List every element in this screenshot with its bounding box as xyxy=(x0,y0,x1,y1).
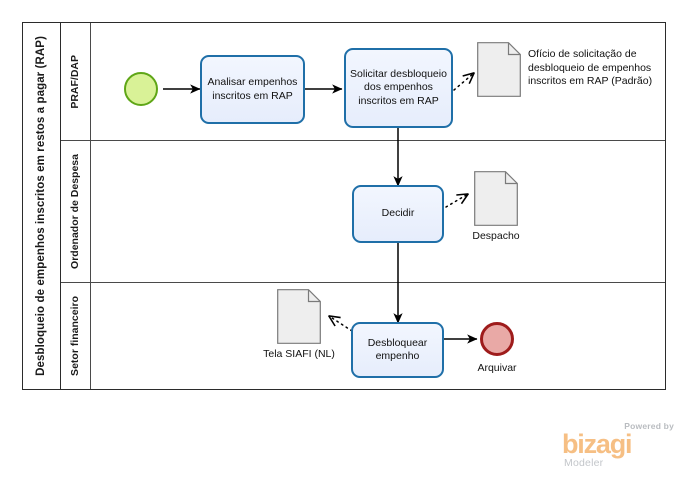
bizagi-watermark: Powered by bizagi Modeler xyxy=(562,421,674,471)
task-desbloquear[interactable]: Desbloquear empenho xyxy=(351,322,444,378)
lane-ordenador-despesa[interactable]: Ordenador de Despesa xyxy=(61,140,665,282)
lane-divider-2 xyxy=(61,282,665,283)
watermark-brand: bizagi xyxy=(562,429,633,459)
lane-label-ordenador-despesa: Ordenador de Despesa xyxy=(69,153,82,269)
lane-setor-financeiro[interactable]: Setor financeiro xyxy=(61,282,665,389)
lane-label-setor-financeiro: Setor financeiro xyxy=(69,295,82,376)
end-event-arquivar-label: Arquivar xyxy=(477,362,517,374)
document-icon xyxy=(474,171,518,226)
data-object-oficio-label: Ofício de solicitação de desbloqueio de … xyxy=(528,48,653,88)
data-object-despacho-label: Despacho xyxy=(472,230,520,242)
pool-title-label: Desbloqueio de empenhos inscritos em res… xyxy=(34,36,47,376)
start-event[interactable] xyxy=(124,72,158,106)
watermark-powered-by: Powered by xyxy=(624,421,674,431)
lane-header-ordenador-despesa: Ordenador de Despesa xyxy=(61,140,91,282)
data-object-tela-siafi[interactable] xyxy=(277,289,321,344)
document-icon xyxy=(277,289,321,344)
lane-praf-dap[interactable]: PRAF/DAP xyxy=(61,23,665,140)
lane-label-praf-dap: PRAF/DAP xyxy=(69,54,82,109)
end-event-arquivar[interactable] xyxy=(480,322,514,356)
lane-header-praf-dap: PRAF/DAP xyxy=(61,23,91,140)
lane-header-setor-financeiro: Setor financeiro xyxy=(61,282,91,389)
data-object-despacho[interactable] xyxy=(474,171,518,226)
pool-title: Desbloqueio de empenhos inscritos em res… xyxy=(23,23,61,389)
document-icon xyxy=(477,42,521,97)
watermark-product: Modeler xyxy=(564,457,604,469)
data-object-oficio[interactable] xyxy=(477,42,521,97)
task-solicitar-label: Solicitar desbloqueio dos empenhos inscr… xyxy=(350,67,447,107)
task-analisar[interactable]: Analisar empenhos inscritos em RAP xyxy=(200,55,305,124)
task-solicitar[interactable]: Solicitar desbloqueio dos empenhos inscr… xyxy=(344,48,453,128)
lane-divider-1 xyxy=(61,140,665,141)
task-decidir[interactable]: Decidir xyxy=(352,185,444,243)
task-decidir-label: Decidir xyxy=(381,207,415,220)
data-object-tela-siafi-label: Tela SIAFI (NL) xyxy=(263,348,335,360)
task-desbloquear-label: Desbloquear empenho xyxy=(367,336,428,362)
task-analisar-label: Analisar empenhos inscritos em RAP xyxy=(207,76,298,102)
